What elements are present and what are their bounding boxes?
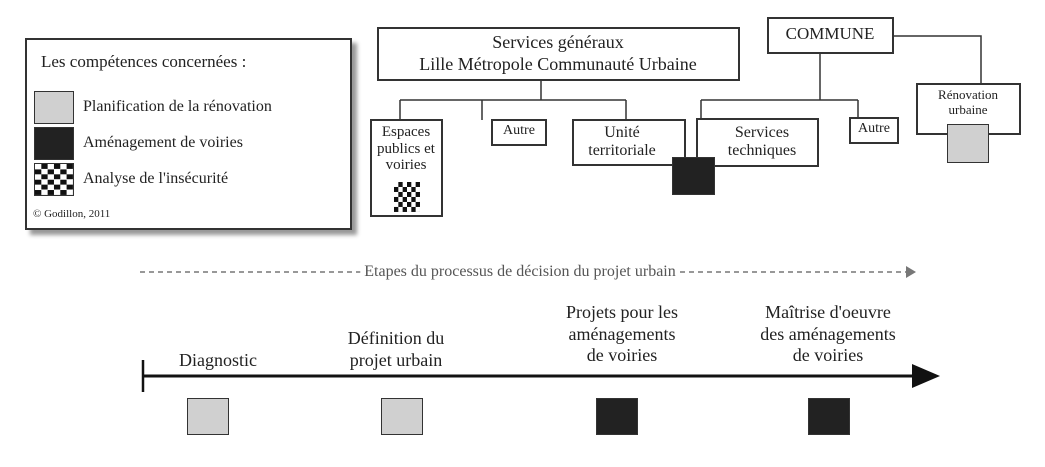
step-competence-light <box>381 398 423 435</box>
legend-swatch-light <box>34 91 74 124</box>
services-generaux-box <box>377 27 740 81</box>
legend-box: Les compétences concernées : Planificati… <box>25 38 352 230</box>
services-techniques-box <box>696 118 819 167</box>
renovation-competence-light <box>947 124 989 163</box>
espaces-competence-checker <box>394 182 420 212</box>
autre-label-2: Autre <box>858 121 890 136</box>
step-competence-light <box>187 398 229 435</box>
commune-box <box>767 17 894 54</box>
copyright: © Godillon, 2011 <box>33 208 111 220</box>
step-competence-dark <box>808 398 850 435</box>
unite-box <box>572 119 686 166</box>
legend-label: Aménagement de voiries <box>83 134 243 151</box>
legend-title: Les compétences concernées : <box>41 52 247 71</box>
legend-label: Analyse de l'insécurité <box>83 170 229 187</box>
step-diagnostic: Diagnostic <box>179 350 257 370</box>
dashed-arrowhead <box>906 266 916 278</box>
autre-label-1: Autre <box>503 123 535 138</box>
unite-competence-dark <box>672 157 715 195</box>
commune-label: COMMUNE <box>785 24 875 43</box>
legend-swatch-dark <box>34 127 74 160</box>
legend-label: Planification de la rénovation <box>83 98 272 115</box>
timeline-arrowhead <box>912 364 940 388</box>
process-title: Etapes du processus de décision du proje… <box>360 262 680 282</box>
step-competence-dark <box>596 398 638 435</box>
legend-swatch-checker <box>34 163 74 196</box>
autre-box-1 <box>491 119 547 146</box>
autre-box-2 <box>849 117 899 144</box>
